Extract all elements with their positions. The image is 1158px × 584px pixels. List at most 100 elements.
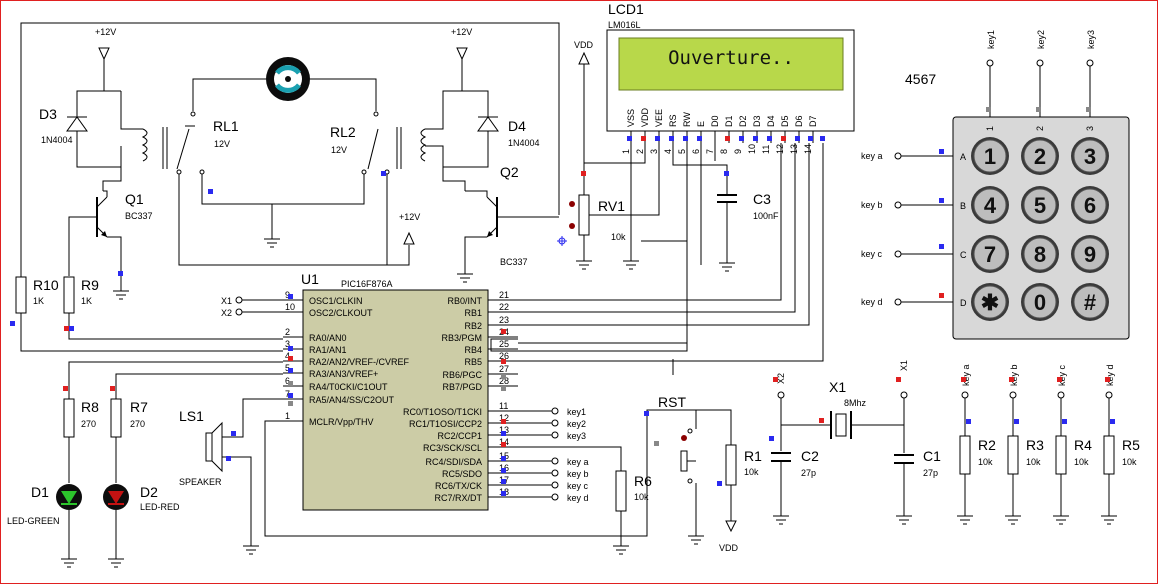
keypad-key-1[interactable]: 1 <box>971 137 1009 175</box>
pullup-value: 10k <box>978 457 993 467</box>
q1-transistor[interactable] <box>68 190 122 291</box>
mcu-pin-number: 9 <box>285 290 290 300</box>
keypad-key-label: 0 <box>1034 290 1046 315</box>
pullup-value: 10k <box>1074 457 1089 467</box>
keypad-key-5[interactable]: 5 <box>1021 186 1059 224</box>
q2-ref: Q2 <box>500 164 519 180</box>
crystal-x1[interactable] <box>830 411 852 439</box>
x2-net-label: X2 <box>776 373 786 384</box>
mcu-pin-number: 25 <box>499 339 509 349</box>
mcu-pin-number: 21 <box>499 290 509 300</box>
r10-value: 1K <box>33 296 44 306</box>
keypad-code: 4567 <box>905 71 936 87</box>
keypad-key-7[interactable]: 7 <box>971 235 1009 273</box>
rl1-ref: RL1 <box>213 118 239 134</box>
mcu-pin-number: 28 <box>499 376 509 386</box>
keypad-key-8[interactable]: 8 <box>1021 235 1059 273</box>
keypad-row-terminal[interactable] <box>894 250 902 258</box>
speaker[interactable] <box>205 421 223 473</box>
keypad-row-terminal[interactable] <box>894 152 902 160</box>
keypad-row-terminal[interactable] <box>894 298 902 306</box>
mcu-net-label: key b <box>567 469 589 479</box>
lcd-pin-number: 3 <box>649 149 659 154</box>
keypad-key-6[interactable]: 6 <box>1071 186 1109 224</box>
keypad-key-label: 9 <box>1084 242 1096 267</box>
keypad-key-star[interactable]: ✱ <box>971 283 1009 321</box>
r10-resistor[interactable] <box>15 276 27 314</box>
pic16f876a-chip[interactable] <box>302 289 489 511</box>
pullup-net-label: key d <box>1105 364 1115 386</box>
rv1-value: 10k <box>611 232 626 242</box>
mcu-pin-number: 10 <box>285 302 295 312</box>
r8-ref: R8 <box>81 399 99 415</box>
mcu-pin-name: RC6/TX/CK <box>435 481 482 491</box>
keypad-key-3[interactable]: 3 <box>1071 137 1109 175</box>
keypad-key-label: 6 <box>1084 193 1096 218</box>
keypad-key-4[interactable]: 4 <box>971 186 1009 224</box>
keypad-col-net: key3 <box>1086 30 1096 49</box>
lcd-pin-d0[interactable]: D07 <box>705 115 720 154</box>
r8-resistor[interactable] <box>63 398 75 438</box>
mcu-net-label: key d <box>567 493 589 503</box>
r1-resistor[interactable] <box>725 444 737 486</box>
r9-ref: R9 <box>81 277 99 293</box>
ls1-ref: LS1 <box>179 408 204 424</box>
mcu-pin-number: 3 <box>285 339 290 349</box>
d2-ref: D2 <box>140 484 158 500</box>
pullup-net-label: key c <box>1057 364 1067 386</box>
lcd-pin-number: 13 <box>789 144 799 154</box>
mcu-net-label: key c <box>567 481 589 491</box>
keypad-col-terminal[interactable] <box>1036 59 1044 67</box>
reset-button[interactable] <box>680 428 696 484</box>
mcu-pin-name: RC7/RX/DT <box>434 493 482 503</box>
keypad-col-terminal[interactable] <box>1086 59 1094 67</box>
x1-ref: X1 <box>829 379 846 395</box>
mcu-pin-number: 12 <box>499 413 509 423</box>
keypad-key-hash[interactable]: # <box>1071 283 1109 321</box>
mcu-pin-name: MCLR/Vpp/THV <box>309 417 374 427</box>
q1-ref: Q1 <box>125 191 144 207</box>
lcd-pin-number: 7 <box>705 149 715 154</box>
q2-transistor[interactable] <box>464 190 559 274</box>
keypad-key-9[interactable]: 9 <box>1071 235 1109 273</box>
keypad-key-label: 4 <box>984 193 997 218</box>
mcu-pin-name: OSC2/CLKOUT <box>309 308 373 318</box>
pin-markers <box>10 107 1115 496</box>
r7-resistor[interactable] <box>110 398 122 438</box>
keypad-row-letter: A <box>960 152 966 162</box>
mcu-net-label: key1 <box>567 407 586 417</box>
keypad-row-terminal[interactable] <box>894 201 902 209</box>
lcd-pin-number: 9 <box>733 149 743 154</box>
d4-ref: D4 <box>508 118 526 134</box>
lcd-pin-number: 10 <box>747 144 757 154</box>
lcd-module[interactable]: Ouverture.. VSS1VDD2VEE3RS4RW5E6D07D18D2… <box>606 29 855 154</box>
rv1-potentiometer[interactable] <box>578 194 590 236</box>
keypad-col-num: 2 <box>1035 126 1045 131</box>
mcu-pin-name: RB5 <box>464 357 482 367</box>
r6-resistor[interactable] <box>615 470 627 512</box>
keypad-key-0[interactable]: 0 <box>1021 283 1059 321</box>
keypad-col-terminal[interactable] <box>986 59 994 67</box>
keypad-key-2[interactable]: 2 <box>1021 137 1059 175</box>
d4-value: 1N4004 <box>508 138 540 148</box>
r9-resistor[interactable] <box>63 276 75 314</box>
lcd-pin-number: 6 <box>691 149 701 154</box>
mcu-pin-name: RB7/PGD <box>442 382 482 392</box>
mcu-pin-name: RB4 <box>464 345 482 355</box>
d3-value: 1N4004 <box>41 135 73 145</box>
pullup-ref: R5 <box>1122 437 1140 453</box>
